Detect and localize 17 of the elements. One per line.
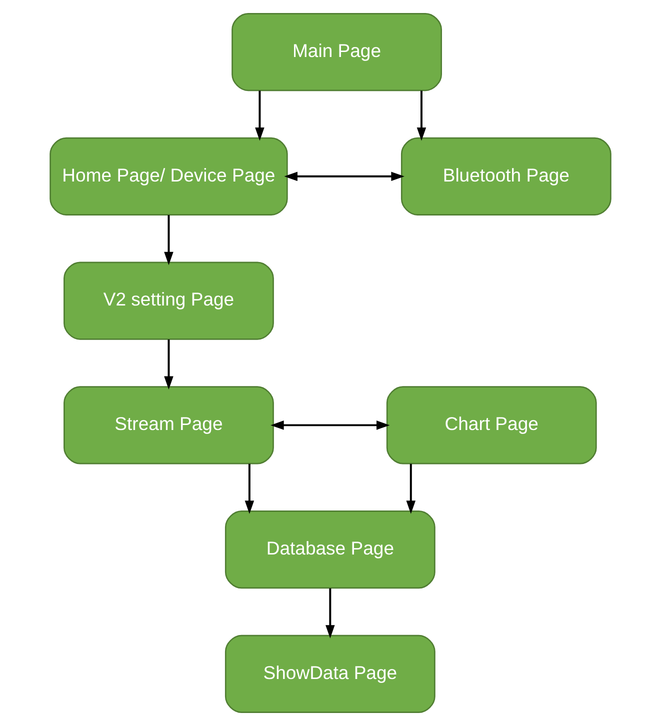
node-box: V2 setting Page [64, 262, 274, 340]
node-box: Chart Page [386, 386, 597, 464]
arrow [255, 90, 264, 141]
arrow [326, 588, 335, 638]
arrow [416, 90, 426, 141]
arrow [244, 464, 254, 514]
arrow [284, 172, 404, 182]
arrow [164, 215, 174, 266]
arrow [406, 464, 416, 514]
arrow [270, 420, 390, 430]
arrow [164, 339, 174, 390]
node-box: Main Page [232, 12, 442, 92]
node-box: Bluetooth Page [400, 137, 612, 216]
node-box: ShowData Page [224, 634, 436, 714]
node-box: Home Page/ Device Page [50, 137, 288, 216]
node-box: Stream Page [64, 386, 274, 464]
node-box: Database Page [224, 510, 436, 589]
